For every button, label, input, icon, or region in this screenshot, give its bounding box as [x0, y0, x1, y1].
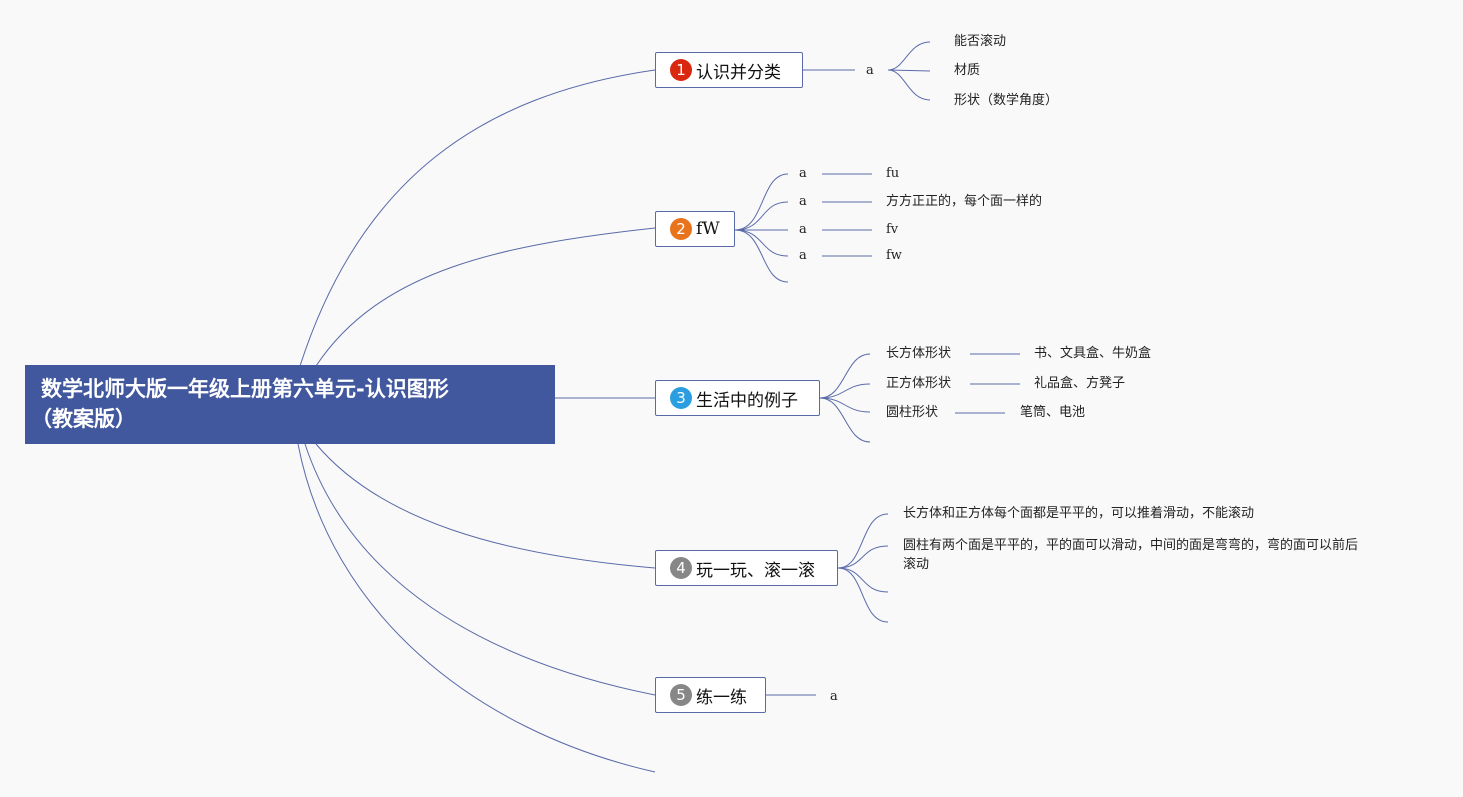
- subtopic[interactable]: a: [866, 63, 874, 78]
- leaf[interactable]: 能否滚动: [954, 34, 1007, 49]
- topic-2[interactable]: 2 fW: [655, 211, 735, 247]
- leaf[interactable]: fv: [886, 222, 899, 237]
- leaf[interactable]: 圆柱有两个面是平平的，平的面可以滑动，中间的面是弯弯的，弯的面可以前后: [903, 538, 1359, 553]
- leaf[interactable]: fu: [886, 166, 900, 181]
- leaf[interactable]: 滚动: [903, 557, 930, 572]
- subtopic[interactable]: a: [799, 166, 807, 181]
- leaf[interactable]: 材质: [954, 63, 981, 78]
- subtopic[interactable]: a: [830, 689, 838, 704]
- number-badge: 1: [670, 59, 692, 81]
- root-title: 数学北师大版一年级上册第六单元-认识图形: [41, 377, 449, 401]
- leaf[interactable]: 长方体和正方体每个面都是平平的，可以推着滑动，不能滚动: [903, 506, 1255, 521]
- subtopic[interactable]: a: [799, 248, 807, 263]
- leaf[interactable]: fw: [886, 248, 902, 263]
- topic-3[interactable]: 3 生活中的例子: [655, 380, 820, 416]
- topic-label: 玩一玩、滚一滚: [696, 560, 815, 581]
- subtopic[interactable]: 圆柱形状: [886, 405, 939, 420]
- root-to-topic-2: [315, 227, 656, 367]
- number-badge: 2: [670, 218, 692, 240]
- number-badge: 4: [670, 557, 692, 579]
- topic-label: 认识并分类: [696, 62, 781, 83]
- root-to-topic-1: [299, 69, 656, 367]
- root-subtitle: （教案版）: [31, 407, 136, 431]
- subtopic[interactable]: 正方体形状: [886, 376, 952, 391]
- topic-label: fW: [696, 219, 720, 239]
- subtopic[interactable]: 长方体形状: [886, 346, 952, 361]
- root-topic[interactable]: 数学北师大版一年级上册第六单元-认识图形 （教案版）: [25, 365, 555, 444]
- leaf[interactable]: 笔筒、电池: [1020, 405, 1086, 420]
- root-to-topic-5: [304, 443, 656, 696]
- leaf[interactable]: 书、文具盒、牛奶盒: [1034, 346, 1152, 361]
- topic-label: 生活中的例子: [696, 390, 798, 411]
- root-to-extra: [297, 443, 656, 773]
- number-badge: 5: [670, 684, 692, 706]
- subtopic[interactable]: a: [799, 222, 807, 237]
- leaf[interactable]: 方方正正的，每个面一样的: [886, 194, 1043, 209]
- leaf[interactable]: 形状（数学角度）: [954, 93, 1059, 108]
- topic-1[interactable]: 1 认识并分类: [655, 52, 803, 88]
- root-to-topic-4: [315, 443, 656, 569]
- topic-5[interactable]: 5 练一练: [655, 677, 766, 713]
- topic-label: 练一练: [696, 687, 747, 708]
- number-badge: 3: [670, 387, 692, 409]
- topic-4[interactable]: 4 玩一玩、滚一滚: [655, 550, 838, 586]
- subtopic[interactable]: a: [799, 194, 807, 209]
- leaf[interactable]: 礼品盒、方凳子: [1034, 376, 1126, 391]
